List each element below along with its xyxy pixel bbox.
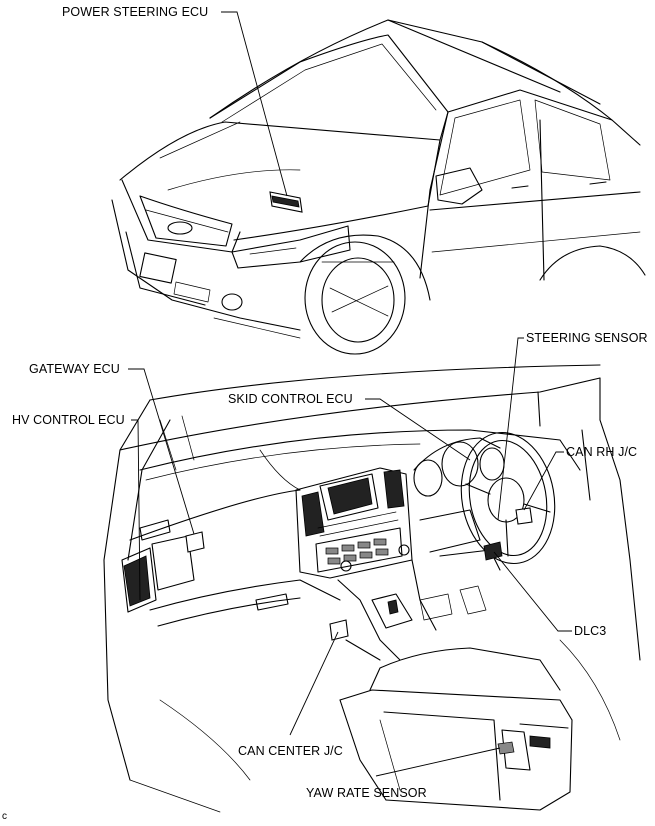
dlc3-part	[483, 541, 503, 561]
label-gateway-ecu: GATEWAY ECU	[29, 362, 120, 376]
can-rh-jc-part	[515, 507, 533, 525]
label-can-rh-jc: CAN RH J/C	[566, 445, 638, 459]
label-skid-control-ecu: SKID CONTROL ECU	[228, 392, 353, 406]
vehicle-exterior-drawing	[111, 19, 646, 355]
label-power-steering-ecu: POWER STEERING ECU	[62, 5, 209, 19]
leader-lines	[128, 11, 572, 777]
label-steering-sensor: STEERING SENSOR	[526, 331, 648, 345]
vehicle-interior-drawing	[103, 364, 641, 813]
yaw-rate-sensor-part	[497, 741, 515, 755]
label-hv-control-ecu: HV CONTROL ECU	[12, 413, 125, 427]
label-can-center-jc: CAN CENTER J/C	[238, 744, 343, 758]
corner-mark: c	[2, 811, 8, 822]
gateway-ecu-part	[185, 531, 205, 553]
label-yaw-rate-sensor: YAW RATE SENSOR	[306, 786, 427, 800]
can-center-jc-part	[329, 619, 349, 641]
label-dlc3: DLC3	[574, 624, 607, 638]
